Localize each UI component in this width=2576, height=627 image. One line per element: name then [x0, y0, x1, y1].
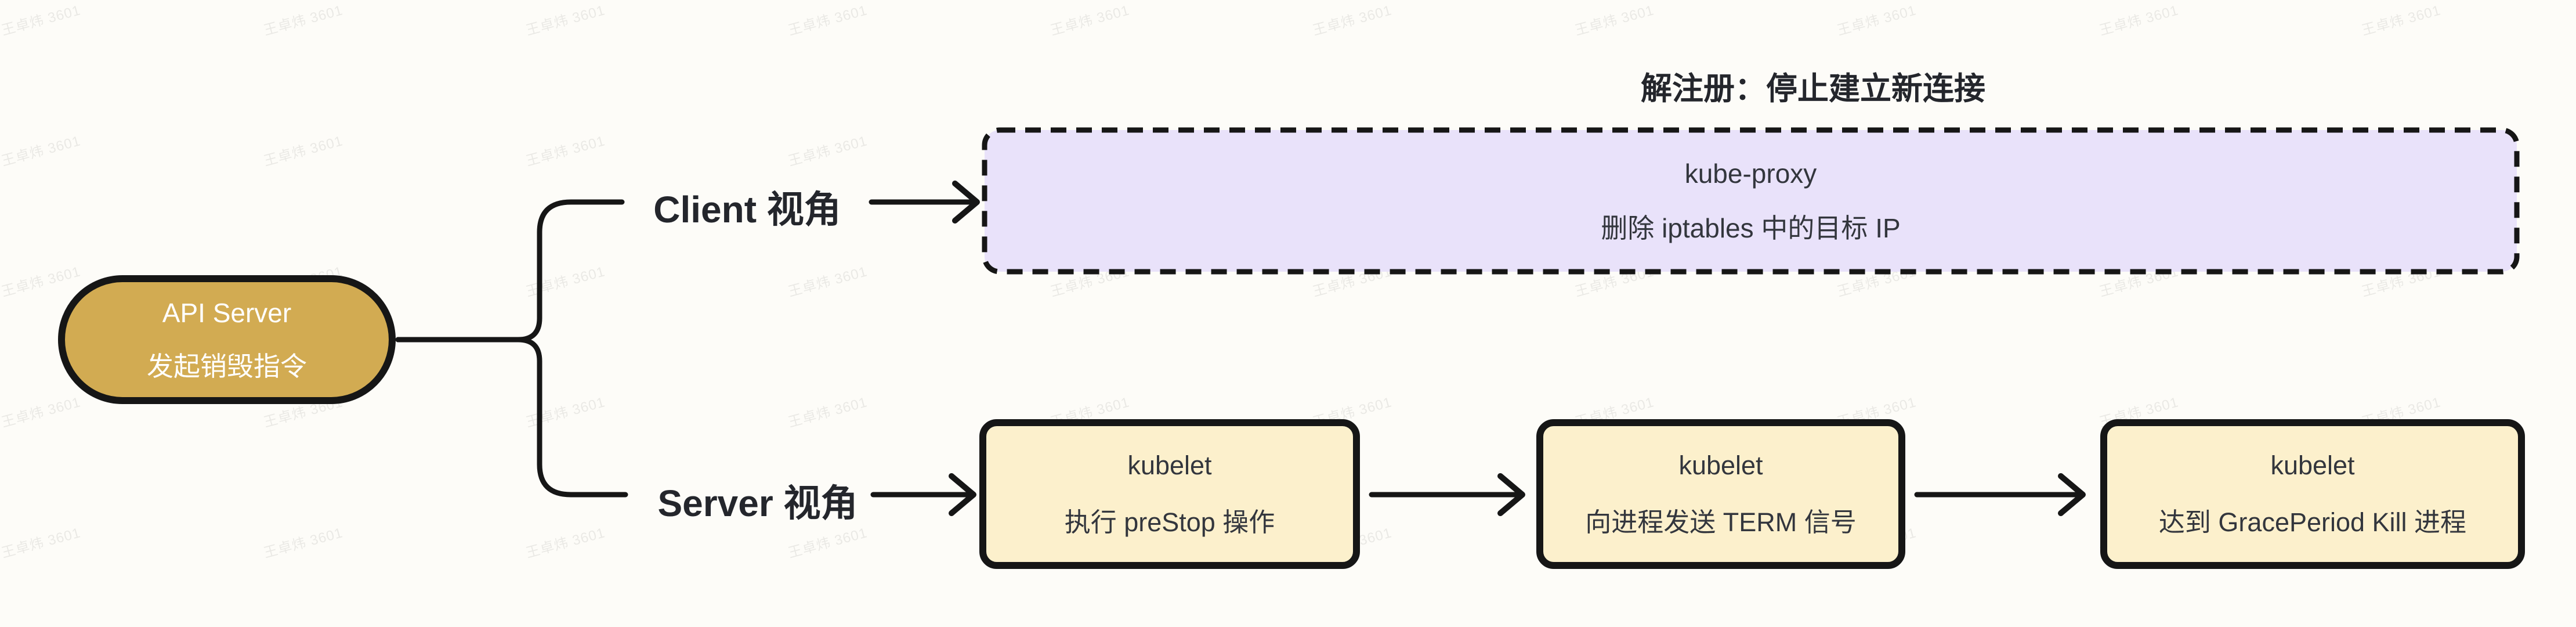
- arrowhead-right-icon: [952, 181, 980, 224]
- node-api-server-line2: 发起销毁指令: [147, 351, 307, 381]
- node-kubelet-graceperiod-kill-line1: kubelet: [2270, 451, 2355, 480]
- node-kubelet-prestop: kubelet 执行 preStop 操作: [979, 419, 1360, 569]
- arrowhead-right-icon: [1497, 473, 1525, 516]
- node-kubelet-prestop-line1: kubelet: [1127, 451, 1212, 480]
- client-view-caption: 解注册：停止建立新连接: [1641, 71, 1985, 106]
- node-kubelet-term-signal: kubelet 向进程发送 TERM 信号: [1536, 419, 1905, 569]
- branch-line-client: [395, 199, 625, 343]
- node-kubelet-term-signal-line1: kubelet: [1678, 451, 1763, 480]
- kube-proxy-dashed-box: [982, 127, 2520, 275]
- node-api-server-line1: API Server: [162, 298, 292, 328]
- node-kubelet-graceperiod-kill-line2: 达到 GracePeriod Kill 进程: [2158, 507, 2467, 537]
- branch-label-client: Client 视角: [653, 189, 841, 230]
- branch-label-server: Server 视角: [657, 482, 858, 524]
- node-kube-proxy-line1: kube-proxy: [1684, 158, 1817, 189]
- node-kubelet-graceperiod-kill: kubelet 达到 GracePeriod Kill 进程: [2100, 419, 2525, 569]
- node-kube-proxy: kube-proxy 删除 iptables 中的目标 IP: [985, 130, 2517, 272]
- node-kubelet-prestop-line2: 执行 preStop 操作: [1064, 507, 1275, 537]
- branch-line-server: [395, 337, 628, 498]
- node-kubelet-term-signal-line2: 向进程发送 TERM 信号: [1585, 507, 1857, 537]
- arrowhead-right-icon: [2058, 473, 2086, 516]
- node-kube-proxy-line2: 删除 iptables 中的目标 IP: [1601, 213, 1901, 243]
- node-api-server: API Server 发起销毁指令: [58, 275, 396, 404]
- arrowhead-right-icon: [949, 473, 976, 516]
